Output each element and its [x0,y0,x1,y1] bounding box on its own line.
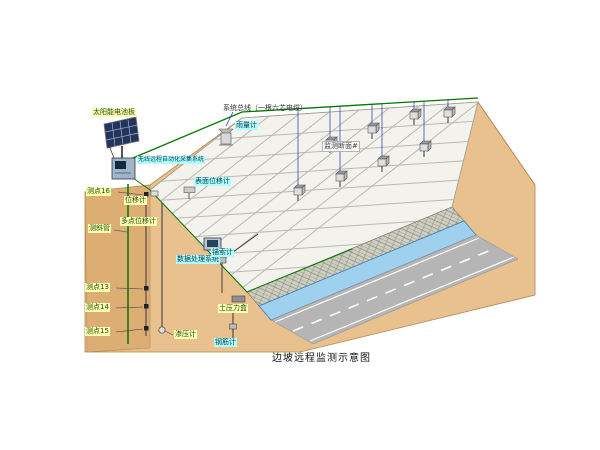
label-displacement-meter: 位移计 [124,196,147,205]
label-surface-displacement: 表面位移计 [194,177,231,186]
solar-panel-icon [103,116,140,164]
label-point-14: 测点14 [85,303,110,312]
system-bus-cable [132,97,479,159]
label-inclinometer-pipe: 测斜管 [88,224,111,233]
road-edge-line [274,237,480,323]
rain-gauge-icon [218,111,234,146]
displacement-meter-icon [150,190,159,197]
slope-edge-wire [132,177,353,293]
label-rain-gauge: 雨量计 [235,121,258,130]
ground-right-edge [477,101,536,186]
label-data-processing-system: 数据处理系统 [176,255,220,264]
label-wireless-system: 无线远程自动化采集系统 [137,156,206,164]
point14-marker [144,304,149,309]
sensor-drop-wires [297,100,449,186]
label-point-16: 测点16 [86,187,111,196]
label-monitoring-section: 监测断面# [322,141,360,152]
road-center-line [292,247,497,332]
label-piezometer: 渗压计 [174,330,197,339]
road-edge-line [309,256,515,342]
earth-pressure-cell-icon [231,295,246,303]
label-earth-pressure-cell: 土压力盒 [218,304,248,313]
label-rebar-meter: 钢筋计 [214,338,237,347]
borehole-lines [127,184,166,344]
leader-lines [113,191,174,336]
label-solar-panel: 太阳能电池板 [92,108,136,117]
point15-marker [144,326,149,331]
point16-marker [144,192,149,197]
surface-displacement-icon [183,186,196,199]
label-system-bus: 系统总线（一根六芯电缆） [223,104,307,112]
point13-marker [144,286,149,291]
label-point-15: 测点15 [85,327,110,336]
piezometer-icon [158,326,166,334]
label-anchor-cable-meter: 锚索计 [211,248,234,257]
wireless-acquisition-box-icon [108,145,136,180]
road [270,234,519,345]
label-point-13: 测点13 [85,283,110,292]
diagram-caption: 边坡远程监测示意图 [272,353,371,364]
label-multipoint-displacement: 多点位移计 [120,217,157,226]
